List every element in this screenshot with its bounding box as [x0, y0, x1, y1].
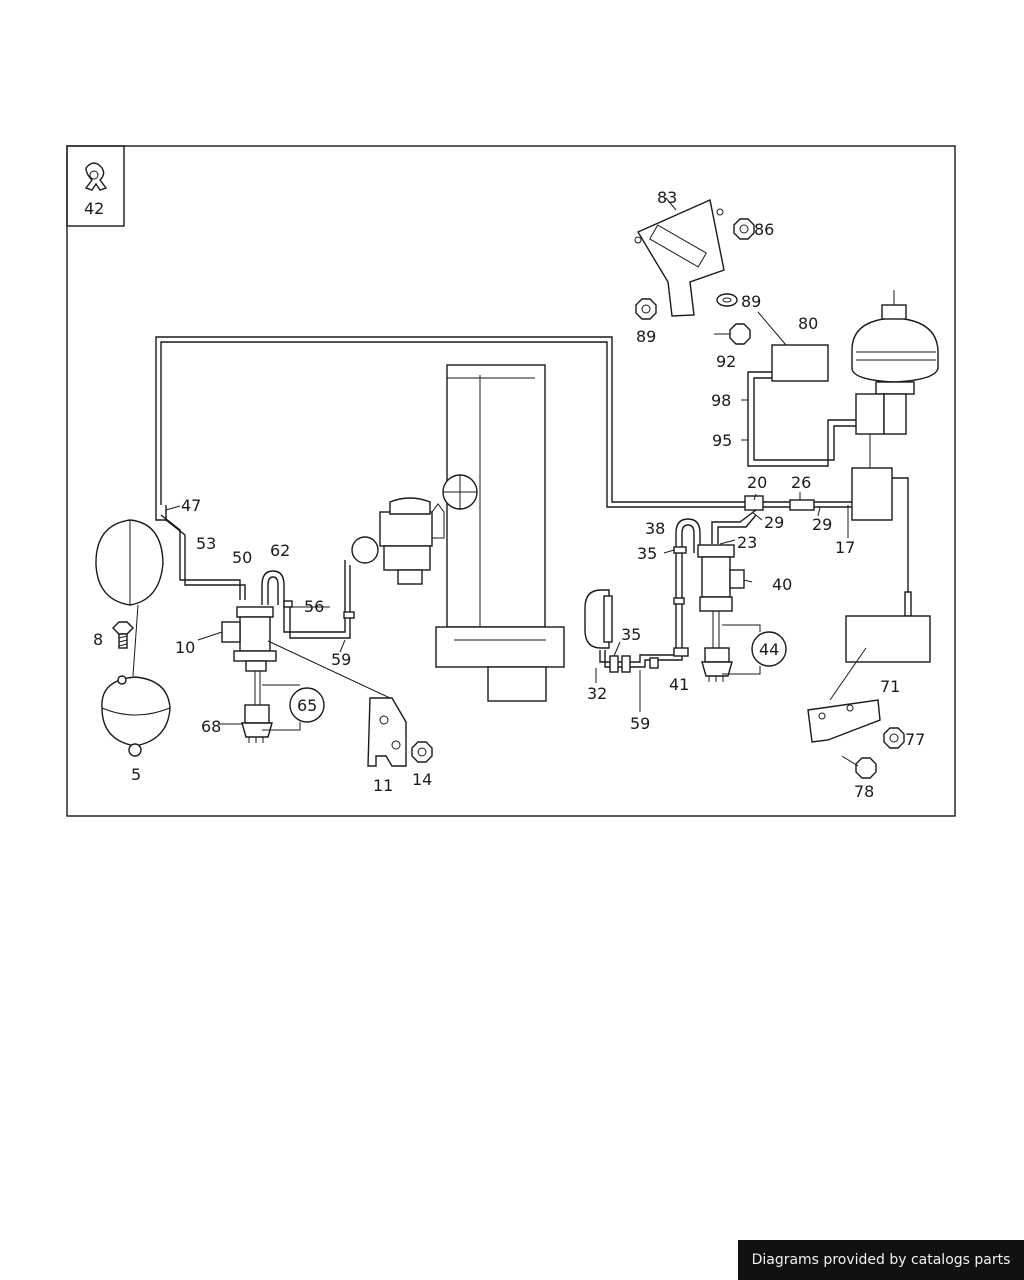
callout-26: 26 [791, 473, 811, 492]
circle-callout-44 [751, 631, 787, 667]
vacuum-line-main [155, 336, 745, 508]
callout-78: 78 [854, 782, 874, 801]
leader-lines [165, 197, 849, 725]
check-valve-32 [584, 589, 613, 649]
callout-20: 20 [747, 473, 767, 492]
callout-5: 5 [131, 765, 141, 784]
engine-block [435, 364, 565, 702]
vacuum-reservoir-upper [95, 519, 164, 606]
switchover-valve [221, 606, 277, 705]
connector-plug-41 [701, 647, 733, 682]
callout-35-upper: 35 [637, 544, 657, 563]
callout-68: 68 [201, 717, 221, 736]
mounting-bracket-83 [634, 199, 725, 317]
callout-86: 86 [754, 220, 774, 239]
callout-65: 65 [297, 696, 317, 715]
vacuum-unit-17 [851, 434, 893, 521]
callout-92: 92 [716, 352, 736, 371]
engine-filler-cap [442, 474, 478, 510]
callout-77: 77 [905, 730, 925, 749]
callout-42: 42 [84, 199, 104, 218]
callout-29-left: 29 [764, 513, 784, 532]
callout-62: 62 [270, 541, 290, 560]
callout-8: 8 [93, 630, 103, 649]
callout-56: 56 [304, 597, 324, 616]
callout-17: 17 [835, 538, 855, 557]
bracket-11 [367, 697, 407, 767]
vacuum-reservoir-lower [101, 675, 171, 757]
control-unit-80 [771, 344, 829, 382]
callout-50: 50 [232, 548, 252, 567]
callout-80: 80 [798, 314, 818, 333]
callout-83: 83 [657, 188, 677, 207]
callout-53: 53 [196, 534, 216, 553]
callout-10: 10 [175, 638, 195, 657]
nut-icon-77 [883, 727, 905, 749]
diagram-frame [66, 145, 956, 817]
footer-credit: Diagrams provided by catalogs parts [738, 1240, 1024, 1280]
callout-23: 23 [737, 533, 757, 552]
washer-icon-89-right [716, 293, 738, 307]
callout-35-lower: 35 [621, 625, 641, 644]
nut-icon-89-left [635, 298, 657, 320]
callout-29-right: 29 [812, 515, 832, 534]
callout-41: 41 [669, 675, 689, 694]
callout-89-right: 89 [741, 292, 761, 311]
callout-98: 98 [711, 391, 731, 410]
bracket-plate [807, 699, 881, 743]
connector-plug-68 [241, 704, 273, 743]
callout-59-left: 59 [331, 650, 351, 669]
brake-booster [851, 290, 939, 435]
callout-40: 40 [772, 575, 792, 594]
callout-38: 38 [645, 519, 665, 538]
callout-71: 71 [880, 677, 900, 696]
bolt-icon-78 [841, 755, 877, 779]
vacuum-actuator [351, 497, 445, 585]
callout-11: 11 [373, 776, 393, 795]
switchover-valve-40 [697, 544, 745, 648]
callout-89-left: 89 [636, 327, 656, 346]
nut-icon-14 [411, 741, 433, 763]
bolt-icon [112, 621, 134, 649]
control-module-71 [845, 615, 931, 663]
corner-inset-box [66, 145, 125, 227]
bolt-icon-92 [714, 323, 751, 345]
callout-32: 32 [587, 684, 607, 703]
clip-icon [84, 162, 108, 191]
callout-47: 47 [181, 496, 201, 515]
callout-59-right: 59 [630, 714, 650, 733]
callout-14: 14 [412, 770, 432, 789]
circle-callout-65 [289, 687, 325, 723]
callout-95: 95 [712, 431, 732, 450]
nut-icon-86 [733, 218, 755, 240]
callout-44: 44 [759, 640, 779, 659]
